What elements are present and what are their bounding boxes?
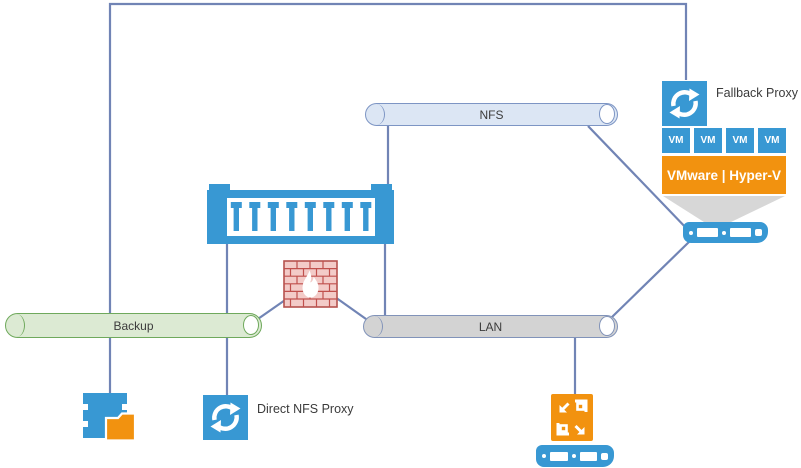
backup-server-icon bbox=[551, 394, 593, 441]
sync-arrows-icon bbox=[210, 402, 241, 433]
backup-pipe-label: Backup bbox=[113, 318, 154, 333]
server-port bbox=[579, 451, 597, 461]
server-led bbox=[542, 454, 546, 458]
fallback-proxy-label: Fallback Proxy bbox=[716, 86, 798, 100]
hypervisor-banner: VMware | Hyper-V bbox=[662, 156, 786, 194]
connector-backup-to-fallback-proxy bbox=[108, 2, 688, 313]
connector-backup-to-firewall bbox=[254, 297, 289, 322]
sync-arrows-icon bbox=[669, 88, 700, 119]
flame-glyph bbox=[302, 270, 319, 298]
connector-firewall-to-lan bbox=[334, 296, 367, 320]
vm-box: VM bbox=[694, 128, 722, 153]
pipe-cap-arc bbox=[8, 314, 25, 337]
server-port bbox=[697, 228, 718, 237]
connector-nfs-to-esxi-host bbox=[587, 125, 691, 233]
vm-box: VM bbox=[662, 128, 690, 153]
backup-pipe: Backup bbox=[5, 313, 262, 338]
vm-row: VM VM VM VM bbox=[662, 128, 786, 153]
pipe-open-end bbox=[599, 104, 615, 124]
server-led bbox=[689, 230, 693, 235]
server-port bbox=[730, 228, 751, 237]
storage-array-icon bbox=[206, 183, 395, 245]
connector-lan-to-esxi-host bbox=[611, 239, 692, 318]
esxi-host-server-icon bbox=[683, 222, 768, 243]
server-chip bbox=[601, 452, 608, 460]
pipe-open-end bbox=[599, 316, 615, 336]
pipe-cap-arc bbox=[368, 104, 385, 125]
server-led bbox=[722, 230, 726, 235]
firewall-icon bbox=[283, 260, 338, 308]
lan-host-server-icon bbox=[536, 445, 614, 467]
vm-box: VM bbox=[726, 128, 754, 153]
fallback-proxy-node bbox=[662, 81, 707, 126]
hypervisor-funnel-shape bbox=[663, 196, 785, 222]
nfs-pipe: NFS bbox=[365, 103, 618, 126]
lan-pipe-label: LAN bbox=[478, 319, 503, 334]
pipe-open-end bbox=[243, 315, 259, 335]
vm-box: VM bbox=[758, 128, 786, 153]
direct-nfs-proxy-label: Direct NFS Proxy bbox=[257, 402, 354, 416]
server-port bbox=[550, 451, 568, 461]
pipe-cap-arc bbox=[366, 316, 383, 337]
direct-nfs-proxy-node bbox=[203, 395, 248, 440]
nfs-pipe-label: NFS bbox=[479, 107, 504, 122]
server-led bbox=[571, 454, 576, 458]
server-chip bbox=[755, 229, 762, 236]
lan-pipe: LAN bbox=[363, 315, 618, 338]
repository-folder-icon bbox=[80, 391, 138, 443]
